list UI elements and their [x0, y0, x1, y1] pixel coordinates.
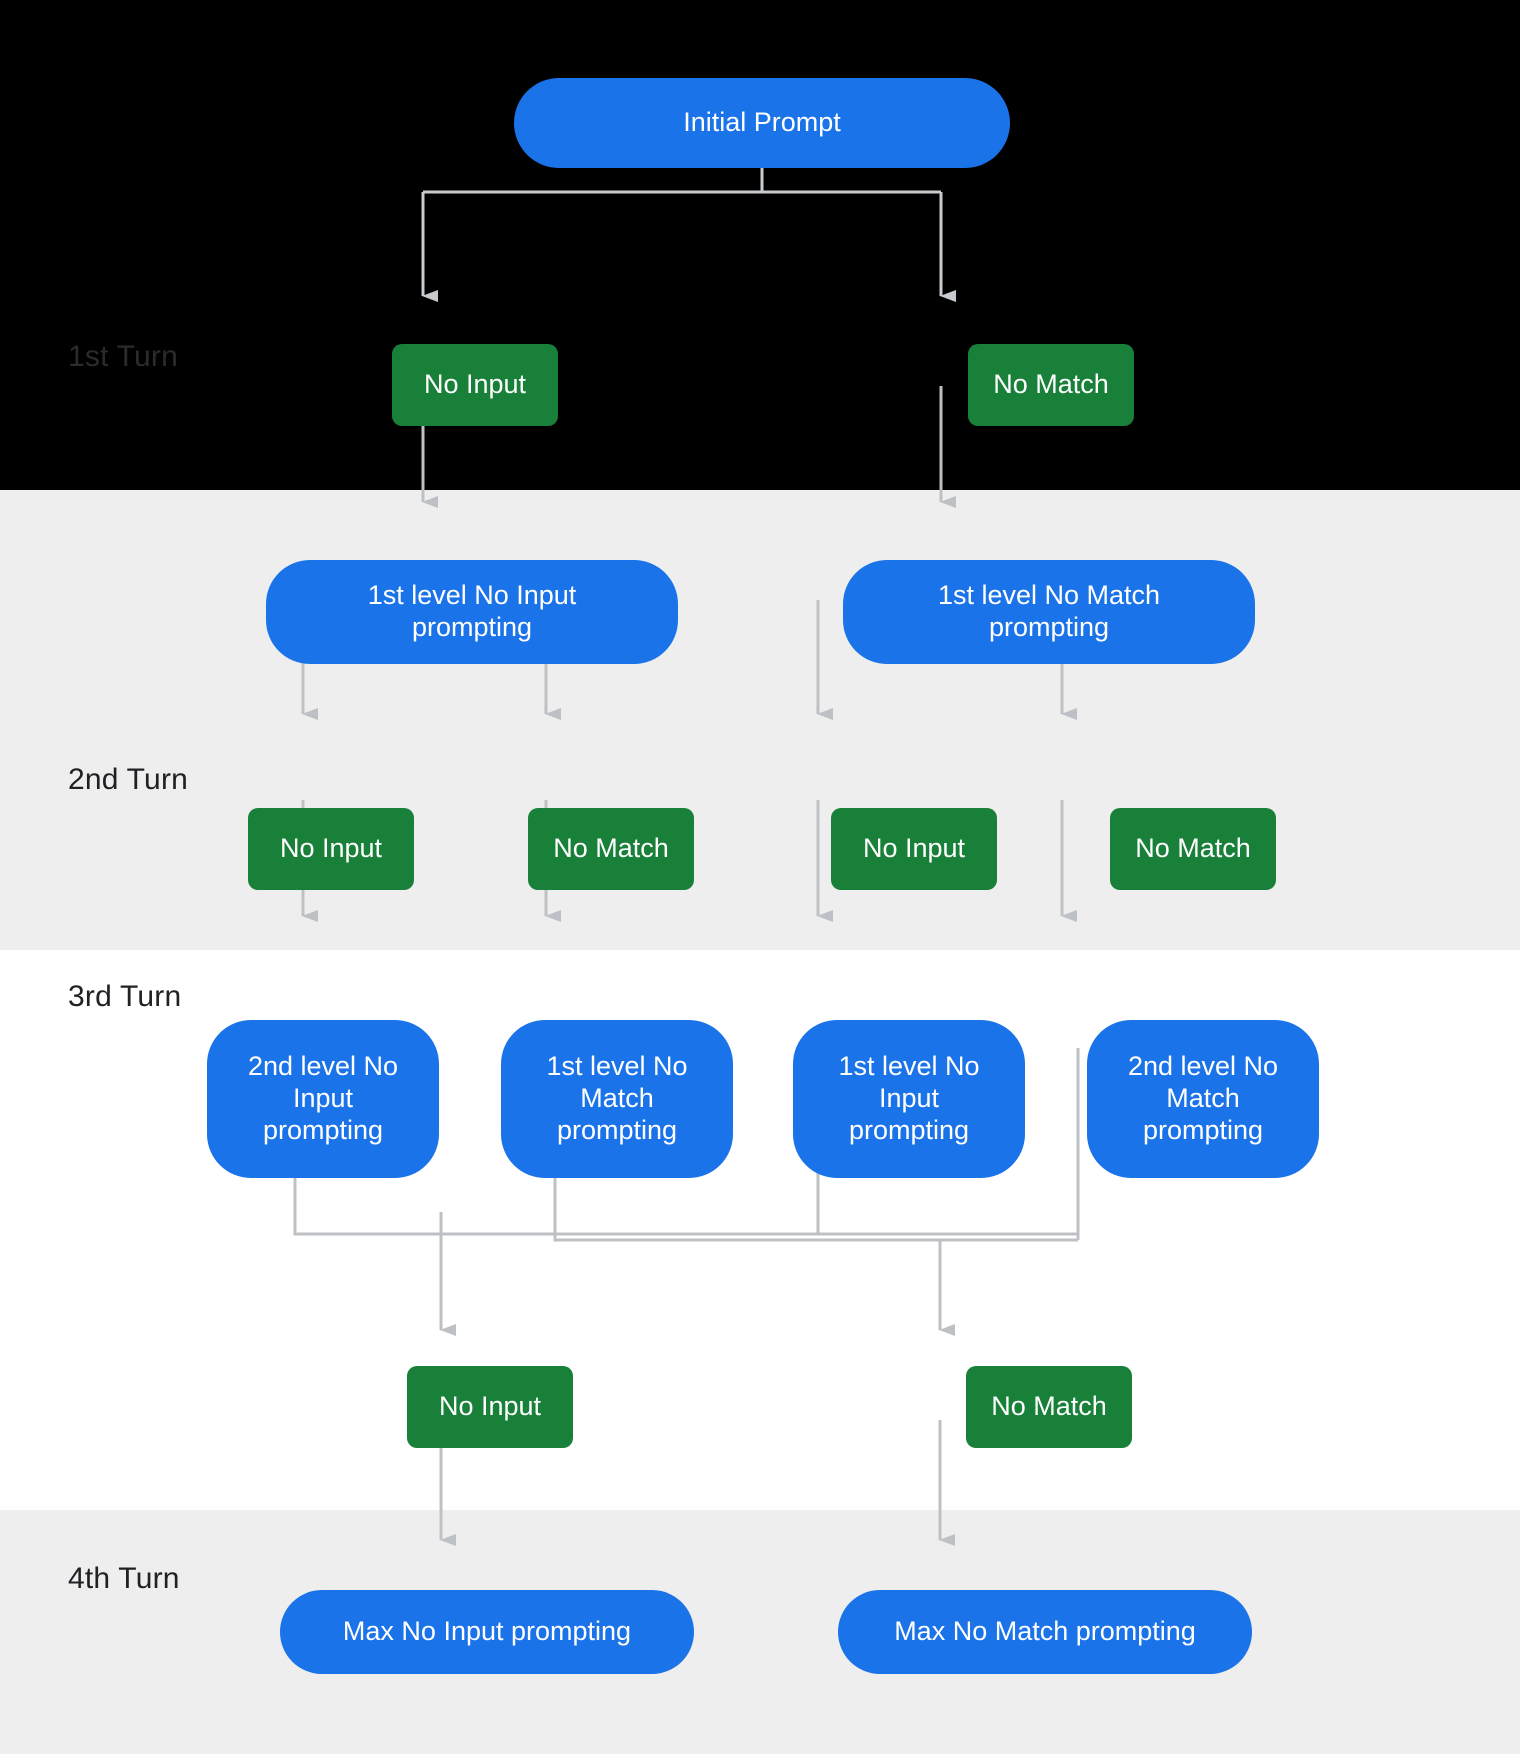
node-label-line2: prompting — [411, 612, 533, 642]
turn-band-4 — [0, 1510, 1520, 1754]
node-label-line1: 1st level No Match — [937, 580, 1161, 611]
node-t3-prompt-3[interactable]: 1st level No Input prompting — [793, 1020, 1025, 1178]
node-label: No Input — [862, 833, 966, 864]
node-t2-prompt-no-match[interactable]: 1st level No Match prompting — [843, 560, 1255, 664]
node-label-line3: prompting — [262, 1114, 384, 1145]
node-t2-no-match-left[interactable]: No Match — [528, 808, 694, 890]
node-t2-no-match-right[interactable]: No Match — [1110, 808, 1276, 890]
node-label-line1: 2nd level No — [1127, 1051, 1279, 1082]
node-max-no-match-prompting[interactable]: Max No Match prompting — [838, 1590, 1252, 1674]
node-label-line2: Input — [292, 1083, 354, 1114]
node-label: No Match — [553, 833, 669, 864]
node-initial-prompt[interactable]: Initial Prompt — [514, 78, 1010, 168]
node-label: No Input — [438, 1391, 542, 1422]
node-label: Max No Match prompting — [894, 1616, 1196, 1647]
node-label-line1: 1st level No — [546, 1051, 688, 1082]
node-label-line2: Match — [580, 1083, 654, 1114]
node-label-line1: 1st level No Input — [367, 580, 577, 611]
node-label: No Match — [993, 369, 1109, 400]
turn-label-2: 2nd Turn — [68, 763, 189, 796]
node-label-line1: 1st level No — [838, 1051, 980, 1082]
node-label: No Match — [1135, 833, 1251, 864]
node-label-line1: 2nd level No — [247, 1051, 399, 1082]
node-label-line2: Input — [878, 1083, 940, 1114]
node-t2-no-input-right[interactable]: No Input — [831, 808, 997, 890]
node-t1-no-input[interactable]: No Input — [392, 344, 558, 426]
node-label-line3: prompting — [556, 1114, 678, 1145]
node-label-line3: prompting — [848, 1114, 970, 1145]
node-label: No Input — [279, 833, 383, 864]
node-t3-prompt-4[interactable]: 2nd level No Match prompting — [1087, 1020, 1319, 1178]
node-label: Max No Input prompting — [342, 1616, 632, 1647]
node-label: Initial Prompt — [683, 107, 841, 138]
node-label: No Match — [991, 1391, 1107, 1422]
node-label: No Input — [423, 369, 527, 400]
turn-label-3: 3rd Turn — [68, 980, 182, 1013]
node-label-line2: prompting — [988, 612, 1110, 642]
turn-label-4: 4th Turn — [68, 1562, 180, 1595]
node-max-no-input-prompting[interactable]: Max No Input prompting — [280, 1590, 694, 1674]
node-label-line3: prompting — [1142, 1114, 1264, 1145]
node-label-line2: Match — [1166, 1083, 1240, 1114]
node-t1-no-match[interactable]: No Match — [968, 344, 1134, 426]
turn-band-1 — [0, 0, 1520, 490]
turn-label-1: 1st Turn — [68, 340, 178, 373]
node-t3-prompt-1[interactable]: 2nd level No Input prompting — [207, 1020, 439, 1178]
node-t3-no-input[interactable]: No Input — [407, 1366, 573, 1448]
turn-band-2 — [0, 490, 1520, 950]
node-t3-no-match[interactable]: No Match — [966, 1366, 1132, 1448]
node-t2-no-input-left[interactable]: No Input — [248, 808, 414, 890]
node-t2-prompt-no-input[interactable]: 1st level No Input prompting — [266, 560, 678, 664]
node-t3-prompt-2[interactable]: 1st level No Match prompting — [501, 1020, 733, 1178]
